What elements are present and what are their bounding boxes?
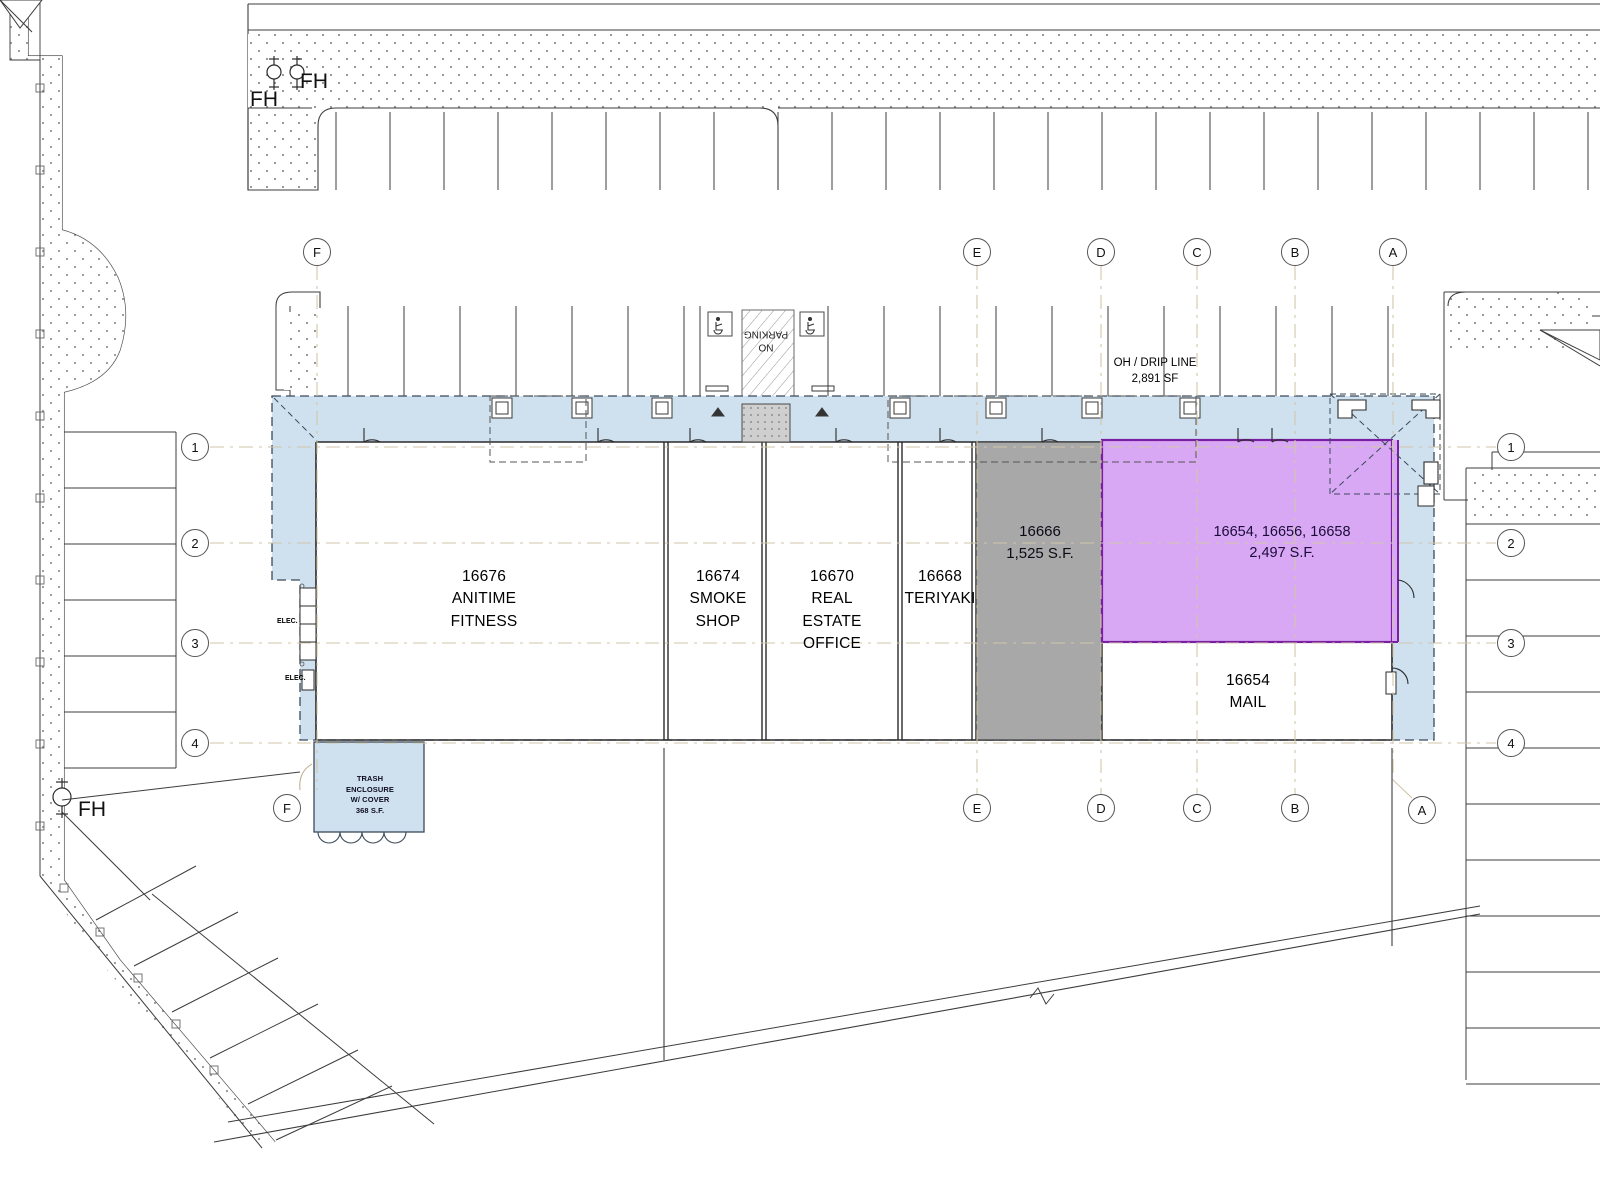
trash-line4: 368 S.F. [355, 805, 385, 815]
unit-area: MAIL [1229, 694, 1267, 712]
grid-bubble-4-right[interactable]: 4 [1497, 729, 1525, 757]
fire-hydrant-label: FH [300, 70, 328, 93]
tenant-label-16674: 16674 SMOKE SHOP [690, 566, 747, 633]
tenant-name-line2: SHOP [695, 612, 741, 630]
grid-bubble-1-left[interactable]: 1 [181, 433, 209, 461]
grid-bubble-c-top[interactable]: C [1183, 238, 1211, 266]
unit-number: 16654, 16656, 16658 [1213, 524, 1351, 540]
tenant-label-16668: 16668 TERIYAKI [904, 566, 975, 611]
unit-label-16666: 16666 1,525 S.F. [1006, 521, 1074, 565]
tenant-number: 16674 [695, 568, 741, 585]
grid-bubble-2-left[interactable]: 2 [181, 529, 209, 557]
tenant-name-line1: REAL [811, 590, 853, 608]
grid-bubble-a-bottom[interactable]: A [1408, 796, 1436, 824]
grid-bubble-3-left[interactable]: 3 [181, 629, 209, 657]
tenant-name-line1: ANITIME [451, 590, 517, 608]
tenant-name-line1: TERIYAKI [904, 590, 976, 608]
grid-bubble-a-top[interactable]: A [1379, 238, 1407, 266]
tenant-name-line3: OFFICE [802, 635, 862, 653]
grid-bubble-b-bottom[interactable]: B [1281, 794, 1309, 822]
electrical-room-label: ELEC. [277, 618, 298, 625]
tenant-name-line2: ESTATE [802, 612, 862, 630]
no-parking-line2: PARKING [743, 329, 789, 340]
fire-hydrant-label: FH [78, 798, 106, 821]
unit-label-16654-mail: 16654 MAIL [1226, 670, 1270, 715]
drip-line-label: OH / DRIP LINE [1113, 357, 1197, 369]
tenant-name-line1: SMOKE [689, 590, 747, 608]
tenant-number: 16676 [461, 568, 507, 585]
no-parking-marking: NO PARKING [736, 328, 796, 353]
tenant-label-16670: 16670 REAL ESTATE OFFICE [802, 566, 861, 656]
unit-label-16654-16656-16658: 16654, 16656, 16658 2,497 S.F. [1213, 522, 1350, 564]
trash-line1: TRASH [356, 774, 384, 783]
tenant-name-line2: FITNESS [450, 612, 518, 630]
drip-line-area: 2,891 SF [1131, 372, 1179, 385]
unit-area: 1,525 S.F. [1006, 544, 1074, 562]
grid-bubble-e-top[interactable]: E [963, 238, 991, 266]
grid-bubble-b-top[interactable]: B [1281, 238, 1309, 266]
drip-line-callout: OH / DRIP LINE 2,891 SF [1114, 356, 1197, 387]
unit-number: 16666 [1019, 523, 1061, 540]
grid-bubble-4-left[interactable]: 4 [181, 729, 209, 757]
electrical-room-label: ELEC. [285, 675, 306, 682]
grid-bubble-3-right[interactable]: 3 [1497, 629, 1525, 657]
grid-bubble-d-bottom[interactable]: D [1087, 794, 1115, 822]
grid-bubble-f-top[interactable]: F [303, 238, 331, 266]
grid-bubble-c-bottom[interactable]: C [1183, 794, 1211, 822]
unit-number: 16654 [1225, 672, 1271, 689]
grid-bubble-d-top[interactable]: D [1087, 238, 1115, 266]
grid-bubble-2-right[interactable]: 2 [1497, 529, 1525, 557]
trash-line2: ENCLOSURE [346, 784, 394, 794]
tenant-number: 16670 [809, 568, 855, 585]
tenant-label-16676: 16676 ANITIME FITNESS [451, 566, 518, 633]
trash-enclosure-label: TRASH ENCLOSURE W/ COVER 368 S.F. [318, 774, 422, 817]
tenant-number: 16668 [917, 568, 963, 585]
fire-hydrant-label: FH [250, 88, 278, 111]
grid-bubble-e-bottom[interactable]: E [963, 794, 991, 822]
trash-line3: W/ COVER [350, 795, 390, 805]
grid-bubble-1-right[interactable]: 1 [1497, 433, 1525, 461]
no-parking-line1: NO [758, 341, 774, 353]
grid-bubble-f-bottom[interactable]: F [273, 794, 301, 822]
unit-area: 2,497 S.F. [1249, 545, 1315, 562]
